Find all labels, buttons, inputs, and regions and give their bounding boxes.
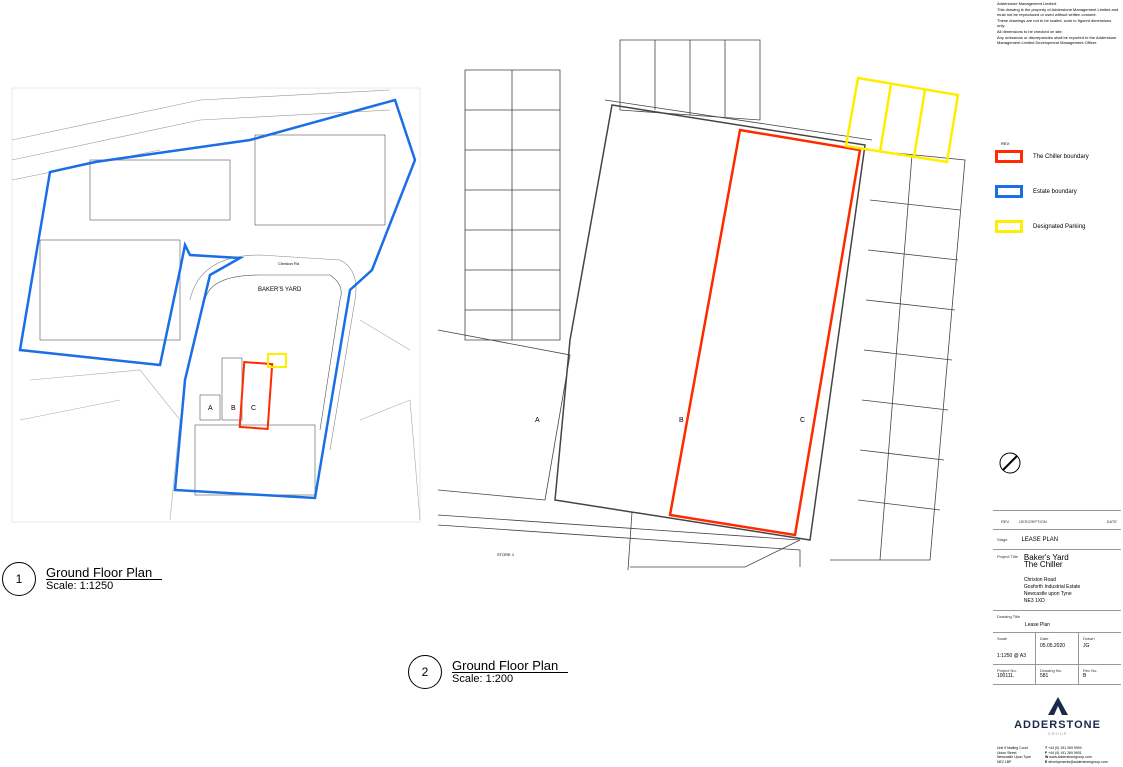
rev-label: REV:	[1001, 141, 1011, 146]
legend-swatch	[995, 220, 1023, 233]
legend-item-estate: Estate boundary	[995, 185, 1120, 198]
logo-name: ADDERSTONE	[1014, 719, 1101, 731]
email: developments@adderstonegroup.com	[1048, 759, 1108, 764]
site-unit-b: B	[231, 405, 236, 412]
note: Adderstone Management Limited.	[997, 1, 1058, 6]
legend-label: Designated Parking	[1033, 223, 1086, 230]
project-no-label: Project No.	[997, 668, 1017, 673]
address-line: NE2 1BP	[997, 759, 1012, 764]
legend-item-chiller: The Chiller boundary	[995, 150, 1120, 163]
drawing-no-label: Drawing No.	[1040, 668, 1063, 673]
note: These drawings are not to be scaled, wor…	[997, 18, 1112, 28]
date-value: 05.05.2020	[1040, 643, 1066, 649]
drawing-title: Lease Plan	[1025, 622, 1051, 628]
logo-a-icon	[1047, 697, 1068, 715]
note: All dimensions to be checked on site.	[997, 29, 1063, 35]
chiller-boundary-floor	[668, 128, 862, 537]
contact-key: F	[1045, 750, 1048, 755]
yard-label: BAKER'S YARD	[258, 287, 302, 293]
site-unit-c: C	[251, 405, 257, 412]
legend: The Chiller boundary Estate boundary Des…	[995, 150, 1120, 255]
address-line: Newcastle upon Tyne	[1023, 591, 1072, 597]
scale-label: Scale	[997, 636, 1008, 641]
address-line: Unit 9 Malling Court	[997, 746, 1028, 750]
legend-label: Estate boundary	[1033, 188, 1077, 195]
address-line: Newcastle Upon Tyne	[997, 755, 1031, 759]
date-header: DATE	[1106, 519, 1117, 524]
phone: +44 (0) 191 269 9900	[1048, 746, 1082, 750]
logo-sub: GROUP	[1047, 731, 1068, 736]
drawn-label: Drawn	[1083, 636, 1095, 641]
site-unit-a: A	[208, 405, 213, 412]
address-line: Gosforth Industrial Estate	[1023, 584, 1081, 590]
fax: +44 (0) 191 269 9901	[1048, 750, 1082, 755]
plan-title: Ground Floor Plan	[452, 659, 569, 673]
floor-plan	[437, 39, 966, 571]
project-title-line: Baker's Yard	[1023, 553, 1069, 562]
store-label: STORE 1	[497, 552, 515, 557]
floor-unit-c: C	[800, 417, 806, 424]
rev-header: REV	[1001, 519, 1010, 524]
title-block: REV DESCRIPTION DATE Stage LEASE PLAN Pr…	[993, 510, 1121, 685]
plan-scale: Scale: 1:1250	[46, 579, 114, 592]
legend-swatch	[995, 150, 1023, 163]
note: Any omissions or discrepancies shall be …	[997, 35, 1117, 45]
stage-value: LEASE PLAN	[1021, 536, 1059, 543]
adderstone-logo: ADDERSTONE GROUP	[1000, 697, 1115, 736]
designated-parking-site	[267, 353, 287, 368]
contact-key: W	[1045, 755, 1049, 759]
drawn-value: JG	[1083, 643, 1090, 649]
drawing-notes: Adderstone Management Limited. This draw…	[997, 1, 1119, 47]
estate-boundary	[18, 98, 417, 500]
plan-number: 1	[2, 562, 36, 596]
site-plan	[11, 87, 421, 523]
address-line: Union Street	[997, 750, 1017, 755]
designated-parking-floor	[844, 76, 960, 164]
project-title-line: The Chiller	[1023, 560, 1063, 569]
contact-address: Unit 9 Malling Court Union Street Newcas…	[997, 746, 1031, 764]
address-line: NE3 1XD	[1023, 598, 1045, 604]
plan-title: Ground Floor Plan	[46, 566, 163, 580]
drawing-title-label: Drawing Title	[997, 614, 1021, 619]
rev-no-value: B	[1083, 673, 1087, 679]
scale-value: 1:1250 @ A3	[997, 653, 1026, 659]
project-no-value: 100111.	[997, 673, 1015, 679]
rev-no-label: Rev No.	[1083, 668, 1098, 673]
note: This drawing is the property of Addersto…	[997, 7, 1119, 17]
floor-unit-b: B	[679, 417, 684, 424]
project-title-label: Project Title	[997, 554, 1018, 559]
contact-key: T	[1045, 746, 1048, 750]
description-header: DESCRIPTION	[1019, 519, 1047, 524]
legend-swatch	[995, 185, 1023, 198]
contact-details: T +44 (0) 191 269 9900 F +44 (0) 191 269…	[1045, 746, 1108, 764]
road-label: Christon Rd	[278, 261, 300, 266]
plan-number: 2	[408, 655, 442, 689]
date-label: Date	[1040, 636, 1049, 641]
stage-label: Stage	[997, 537, 1008, 542]
legend-label: The Chiller boundary	[1033, 153, 1089, 160]
drawing-no-value: 581	[1040, 673, 1049, 679]
address-line: Christon Road	[1023, 577, 1056, 583]
plan-scale: Scale: 1:200	[452, 672, 514, 685]
floor-unit-a: A	[535, 417, 540, 424]
website: www.adderstonegroup.com	[1049, 755, 1092, 759]
contact-key: E	[1045, 759, 1048, 764]
chiller-boundary-site	[238, 361, 274, 430]
north-arrow	[999, 452, 1021, 474]
legend-item-parking: Designated Parking	[995, 220, 1120, 233]
